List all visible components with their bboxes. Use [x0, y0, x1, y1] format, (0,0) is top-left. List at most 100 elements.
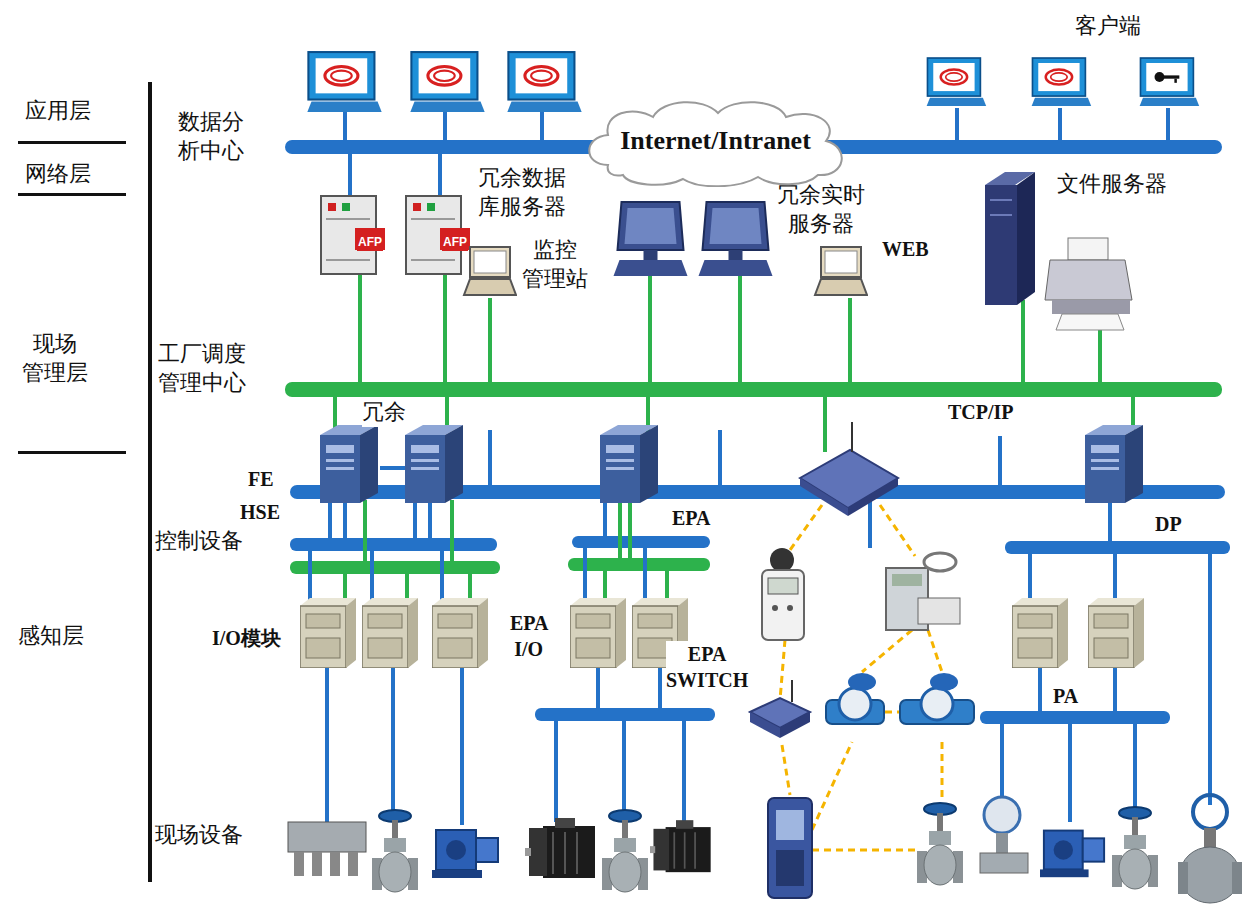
field-device	[917, 803, 963, 885]
blue-wire	[391, 668, 395, 812]
router	[750, 422, 898, 738]
green-wire	[443, 275, 447, 383]
bus-bar	[285, 382, 1222, 397]
client-label: 客户端	[1075, 12, 1141, 41]
green-wire	[468, 574, 472, 600]
bus-name: EPA	[672, 505, 711, 531]
field-device	[330, 852, 340, 876]
blue-wire	[310, 108, 1210, 825]
file-server	[985, 185, 1017, 305]
io-module	[432, 598, 488, 668]
io-module	[362, 598, 418, 668]
field-device	[1232, 862, 1242, 894]
layer-name: 应用层	[25, 97, 91, 126]
client-monitor	[1032, 58, 1092, 106]
router	[800, 450, 898, 508]
bus-bar	[285, 140, 1230, 724]
tier-label: 控制设备	[155, 527, 243, 556]
fax-machine	[1045, 260, 1132, 300]
wireless-link	[812, 742, 852, 830]
field-device	[432, 830, 498, 878]
module-label: I/O模块	[212, 625, 281, 651]
router	[848, 478, 898, 516]
blue-wire	[540, 110, 544, 142]
sound-meter	[770, 548, 794, 572]
field-device	[288, 795, 1242, 903]
field-device	[348, 852, 358, 876]
server-label: 冗余数据 库服务器	[478, 164, 566, 221]
field-device	[1112, 807, 1158, 889]
bus-name: PA	[1053, 683, 1078, 709]
redundancy-label: 冗余	[362, 398, 406, 427]
blue-wire	[658, 668, 662, 709]
layer-divider	[18, 193, 126, 196]
blue-wire	[1108, 500, 1112, 542]
green-wire	[603, 571, 607, 600]
field-device	[1180, 847, 1240, 903]
water-meter	[839, 688, 871, 720]
blue-wire	[718, 430, 722, 486]
blue-wire	[438, 154, 442, 196]
workstation	[699, 202, 773, 276]
handheld-terminal	[776, 850, 804, 886]
field-device	[602, 810, 648, 892]
blue-wire	[1113, 668, 1117, 712]
bus-bar	[290, 561, 500, 574]
workstation	[614, 202, 688, 276]
switch-label: EPA SWITCH	[666, 641, 748, 693]
field-device	[294, 852, 304, 876]
wireless-link	[941, 742, 944, 800]
network-cloud: Internet/Intranet	[578, 95, 853, 187]
blue-wire	[1133, 724, 1137, 808]
layer-name: 网络层	[25, 160, 91, 189]
green-wire	[618, 500, 622, 559]
blue-wire	[554, 721, 558, 822]
portable-analyzer	[924, 553, 956, 571]
blue-wire	[682, 721, 686, 822]
blue-wire	[460, 668, 464, 825]
file-server	[990, 199, 1012, 201]
server-label: WEB	[882, 236, 929, 262]
green-wire	[628, 500, 632, 559]
blue-wire	[325, 668, 329, 822]
field-device	[1040, 831, 1104, 878]
blue-wire	[328, 500, 332, 539]
bus-name: FE	[248, 466, 274, 492]
field-device	[1193, 795, 1227, 829]
io-module	[1088, 598, 1144, 668]
layer-divider	[148, 82, 152, 882]
wireless-link	[880, 505, 915, 556]
blue-wire	[1113, 554, 1117, 600]
green-wire	[488, 298, 492, 383]
green-wire	[405, 574, 409, 600]
green-wire	[335, 275, 1133, 600]
blue-wire	[343, 500, 347, 539]
file-server	[1017, 172, 1035, 305]
blue-wire	[955, 108, 959, 142]
bus-bar	[572, 536, 710, 548]
field-device	[1178, 862, 1188, 894]
blue-wire	[643, 548, 647, 600]
wireless-link	[790, 505, 822, 550]
water-meter	[930, 673, 958, 691]
wireless-link	[812, 849, 915, 852]
workstation	[464, 247, 516, 295]
green-wire	[343, 574, 347, 600]
field-device	[372, 810, 418, 892]
controller-cabinet	[405, 425, 463, 503]
wireless-link	[782, 745, 790, 795]
client-monitor	[410, 52, 484, 112]
bus-name: DP	[1155, 511, 1182, 537]
layer-divider	[18, 451, 126, 454]
portable-analyzer	[892, 574, 922, 586]
router	[800, 478, 848, 516]
bus-bar	[568, 558, 710, 571]
green-wire	[648, 275, 652, 383]
wireless-link	[928, 630, 942, 672]
module-label: EPA I/O	[510, 610, 547, 662]
portable-analyzer	[918, 598, 960, 624]
field-device	[650, 820, 711, 872]
sound-meter	[768, 578, 798, 594]
green-wire	[848, 298, 852, 383]
field-device	[984, 797, 1020, 833]
